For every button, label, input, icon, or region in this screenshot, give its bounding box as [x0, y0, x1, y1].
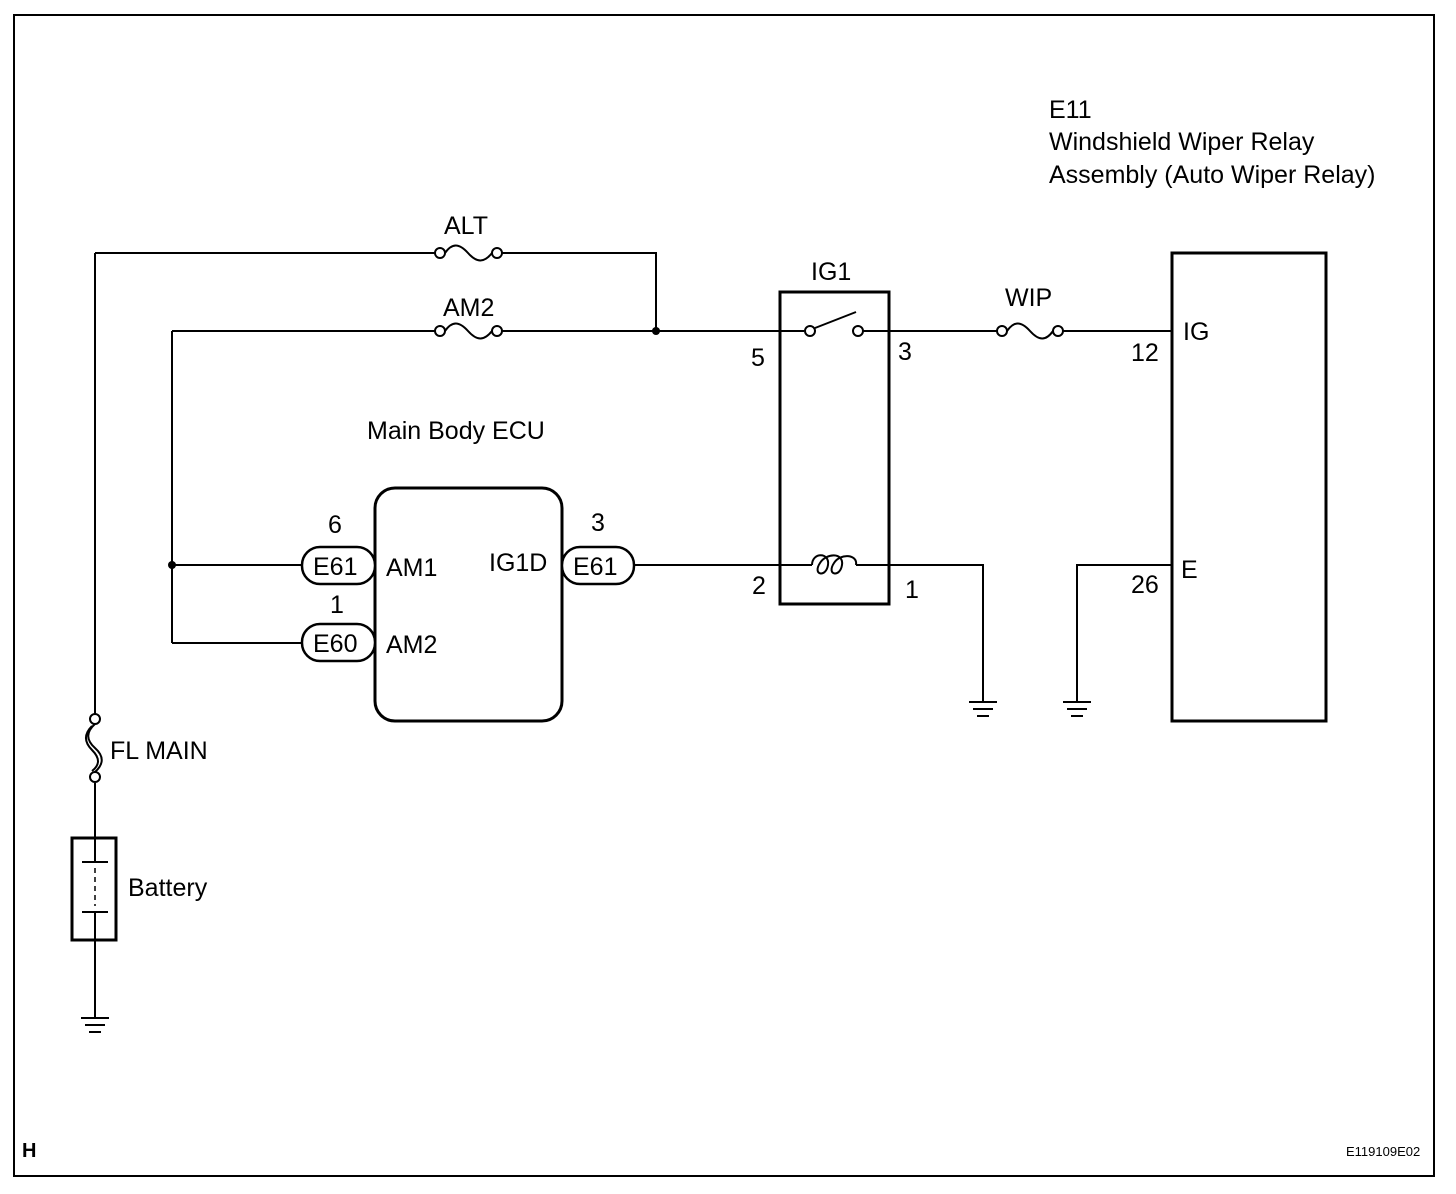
fuse-alt-label: ALT	[444, 212, 488, 240]
relay-coil-symbol	[780, 554, 889, 575]
component-pin-number: 12	[1131, 339, 1159, 367]
junction-dot	[168, 561, 176, 569]
component-terminal-name: E	[1181, 556, 1198, 584]
ecu-pin-number: 3	[591, 509, 605, 537]
figure-id: E119109E02	[1346, 1144, 1420, 1159]
connector-code: E60	[313, 630, 357, 658]
fuse-fl-main-symbol	[85, 713, 103, 783]
ecu-box	[373, 486, 564, 723]
ecu-title: Main Body ECU	[367, 417, 545, 445]
relay-ig1-box	[778, 290, 891, 606]
fuse-wip-symbol	[996, 322, 1064, 340]
ecu-terminal-name: AM1	[386, 554, 437, 582]
fuse-fl-main-label: FL MAIN	[110, 737, 208, 765]
component-name-line2: Assembly (Auto Wiper Relay)	[1049, 161, 1375, 189]
connector-e60-am2	[300, 622, 377, 663]
corner-letter: H	[22, 1140, 36, 1162]
relay-pin-3: 3	[898, 338, 912, 366]
ground-icon	[81, 1017, 109, 1033]
connector-e61-ig1d	[560, 545, 636, 586]
ecu-pin-number: 1	[330, 591, 344, 619]
component-code: E11	[1049, 96, 1092, 124]
relay-pin-2: 2	[752, 572, 766, 600]
battery-label: Battery	[128, 874, 208, 902]
component-terminal-name: IG	[1183, 318, 1209, 346]
ecu-pin-number: 6	[328, 511, 342, 539]
diagram-frame	[13, 14, 1435, 1177]
relay-switch-symbol	[780, 311, 889, 337]
ecu-terminal-name: AM2	[386, 631, 437, 659]
relay-pin-1: 1	[905, 576, 919, 604]
fuse-am2-label: AM2	[443, 294, 494, 322]
relay-ig1-label: IG1	[811, 258, 851, 286]
fuse-alt-symbol	[434, 244, 503, 262]
component-name-line1: Windshield Wiper Relay	[1049, 128, 1315, 156]
ground-icon	[1063, 701, 1091, 717]
ecu-terminal-name: IG1D	[489, 549, 547, 577]
relay-pin-5: 5	[751, 344, 765, 372]
battery-symbol	[70, 836, 118, 942]
ground-icon	[969, 701, 997, 717]
connector-code: E61	[573, 553, 617, 581]
connector-code: E61	[313, 553, 357, 581]
connector-e61-am1	[300, 545, 377, 586]
wires	[94, 252, 1172, 1018]
component-pin-number: 26	[1131, 571, 1159, 599]
fuse-wip-label: WIP	[1005, 284, 1052, 312]
junction-dot	[652, 327, 660, 335]
fuse-am2-symbol	[434, 322, 503, 340]
component-e11-box	[1170, 251, 1328, 723]
